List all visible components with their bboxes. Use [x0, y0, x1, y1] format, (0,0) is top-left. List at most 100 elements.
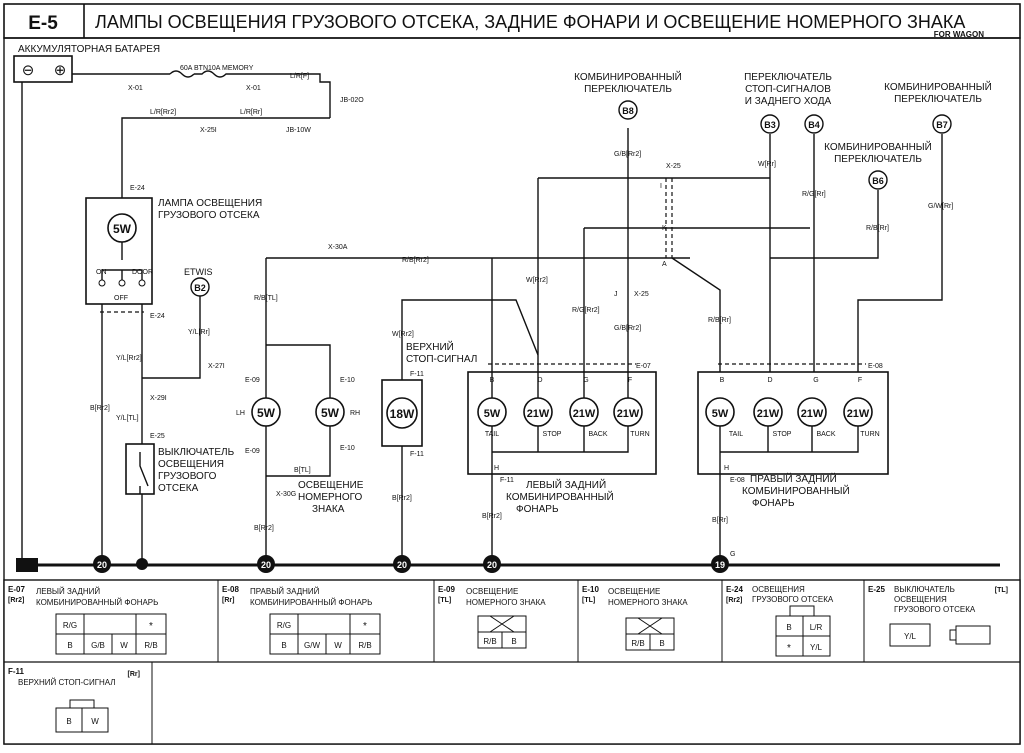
- svg-text:ГРУЗОВОГО ОТСЕКА: ГРУЗОВОГО ОТСЕКА: [752, 595, 834, 604]
- battery-minus-icon: ⊖: [22, 62, 35, 79]
- svg-text:ЛЕВЫЙ ЗАДНИЙ: ЛЕВЫЙ ЗАДНИЙ: [526, 478, 606, 491]
- ground-node-20: [393, 555, 411, 573]
- connector-e10: E-10 [TL] ОСВЕЩЕНИЕ НОМЕРНОГО ЗНАКА R/B …: [582, 585, 688, 651]
- svg-text:LH: LH: [236, 410, 245, 417]
- svg-text:B: B: [281, 641, 286, 650]
- svg-text:[TL]: [TL]: [995, 587, 1008, 594]
- svg-text:R/B[Rr]: R/B[Rr]: [708, 317, 731, 324]
- svg-text:B[TL]: B[TL]: [294, 467, 311, 474]
- svg-text:ПЕРЕКЛЮЧАТЕЛЬ: ПЕРЕКЛЮЧАТЕЛЬ: [744, 72, 832, 83]
- svg-text:X-29I: X-29I: [150, 395, 167, 402]
- svg-text:G: G: [583, 377, 588, 384]
- svg-text:E-25: E-25: [150, 433, 165, 440]
- svg-text:КОМБИНИРОВАННЫЙ: КОМБИНИРОВАННЫЙ: [824, 140, 932, 153]
- svg-text:B2: B2: [194, 283, 206, 293]
- svg-text:ОСВЕЩЕНИЯ: ОСВЕЩЕНИЯ: [894, 595, 947, 604]
- svg-text:ФОНАРЬ: ФОНАРЬ: [752, 498, 795, 509]
- svg-text:G: G: [730, 551, 735, 558]
- svg-text:R/B: R/B: [144, 641, 157, 650]
- svg-text:E-08: E-08: [868, 363, 883, 370]
- svg-text:G: G: [813, 377, 818, 384]
- svg-text:E-07: E-07: [8, 585, 25, 594]
- svg-text:ETWIS: ETWIS: [184, 267, 213, 277]
- svg-text:20: 20: [261, 560, 271, 570]
- svg-text:B: B: [67, 641, 72, 650]
- svg-text:W: W: [91, 717, 99, 726]
- svg-text:L/R[Rr2]: L/R[Rr2]: [150, 109, 176, 116]
- svg-text:20: 20: [397, 560, 407, 570]
- svg-text:B4: B4: [808, 120, 820, 130]
- svg-text:B6: B6: [872, 176, 884, 186]
- svg-text:КОМБИНИРОВАННЫЙ: КОМБИНИРОВАННЫЙ: [506, 490, 614, 503]
- svg-text:JB-02O: JB-02O: [340, 97, 364, 104]
- svg-text:5W: 5W: [712, 408, 729, 420]
- svg-text:E-07: E-07: [636, 363, 651, 370]
- svg-text:СТОП-СИГНАЛОВ: СТОП-СИГНАЛОВ: [745, 84, 831, 95]
- svg-text:ЛЕВЫЙ ЗАДНИЙ: ЛЕВЫЙ ЗАДНИЙ: [36, 587, 100, 596]
- svg-text:B[Rr2]: B[Rr2]: [482, 513, 502, 520]
- svg-text:ФОНАРЬ: ФОНАРЬ: [516, 504, 559, 515]
- battery-label: АККУМУЛЯТОРНАЯ БАТАРЕЯ: [18, 44, 160, 55]
- svg-text:B[Rr2]: B[Rr2]: [392, 495, 412, 502]
- svg-text:B: B: [720, 377, 725, 384]
- svg-text:X-01: X-01: [246, 85, 261, 92]
- svg-text:НОМЕРНОГО ЗНАКА: НОМЕРНОГО ЗНАКА: [608, 598, 688, 607]
- ground-node-20: [93, 555, 111, 573]
- svg-text:R/B[TL]: R/B[TL]: [254, 295, 278, 302]
- svg-text:B: B: [511, 637, 516, 646]
- svg-text:F-11: F-11: [500, 477, 514, 484]
- svg-text:K: K: [662, 225, 667, 232]
- svg-text:ПЕРЕКЛЮЧАТЕЛЬ: ПЕРЕКЛЮЧАТЕЛЬ: [584, 84, 672, 95]
- connector-f11: F-11 [Rr] ВЕРХНИЙ СТОП-СИГНАЛ B W: [8, 667, 140, 733]
- svg-text:ОСВЕЩЕНИЕ: ОСВЕЩЕНИЕ: [298, 480, 364, 491]
- svg-text:STOP: STOP: [543, 431, 562, 438]
- svg-text:X-25: X-25: [634, 291, 649, 298]
- svg-text:G/B[Rr2]: G/B[Rr2]: [614, 325, 641, 332]
- svg-text:R/B: R/B: [631, 639, 644, 648]
- svg-text:E-25: E-25: [868, 585, 885, 594]
- svg-text:W: W: [120, 641, 128, 650]
- svg-text:G/W: G/W: [304, 641, 320, 650]
- svg-text:21W: 21W: [757, 408, 780, 420]
- combo-switch-node-b6: [868, 170, 888, 190]
- svg-text:ЗНАКА: ЗНАКА: [312, 504, 345, 515]
- svg-text:И ЗАДНЕГО ХОДА: И ЗАДНЕГО ХОДА: [745, 96, 832, 107]
- svg-text:Y/L[Rr]: Y/L[Rr]: [188, 329, 210, 336]
- svg-text:E-08: E-08: [222, 585, 239, 594]
- svg-text:СТОП-СИГНАЛ: СТОП-СИГНАЛ: [406, 354, 477, 365]
- svg-text:B3: B3: [764, 120, 776, 130]
- svg-text:Y/L: Y/L: [810, 643, 823, 652]
- reverse-switch-node-b4: [804, 114, 824, 134]
- svg-text:I: I: [660, 183, 662, 190]
- connector-e07: E-07 [Rr2] ЛЕВЫЙ ЗАДНИЙ КОМБИНИРОВАННЫЙ …: [8, 585, 167, 655]
- svg-text:STOP: STOP: [773, 431, 792, 438]
- svg-text:B[Rr]: B[Rr]: [712, 517, 728, 524]
- ground-terminal: [16, 558, 38, 572]
- svg-text:B[Rr2]: B[Rr2]: [254, 525, 274, 532]
- svg-text:19: 19: [715, 560, 725, 570]
- svg-text:Y/L[TL]: Y/L[TL]: [116, 415, 139, 422]
- svg-text:TURN: TURN: [630, 431, 649, 438]
- svg-text:НОМЕРНОГО ЗНАКА: НОМЕРНОГО ЗНАКА: [466, 598, 546, 607]
- connector-e09: E-09 [TL] ОСВЕЩЕНИЕ НОМЕРНОГО ЗНАКА R/B …: [438, 585, 546, 649]
- svg-text:F-11: F-11: [410, 371, 424, 378]
- svg-text:ОСВЕЩЕНИЕ: ОСВЕЩЕНИЕ: [466, 587, 518, 596]
- svg-text:G/B: G/B: [91, 641, 105, 650]
- svg-text:W[Rr]: W[Rr]: [758, 161, 776, 168]
- svg-text:H: H: [724, 465, 729, 472]
- svg-text:ОСВЕЩЕНИЯ: ОСВЕЩЕНИЯ: [752, 585, 805, 594]
- svg-text:X-25: X-25: [666, 163, 681, 170]
- svg-text:E-24: E-24: [150, 313, 165, 320]
- svg-text:R/B[Rr]: R/B[Rr]: [866, 225, 889, 232]
- svg-text:X-01: X-01: [128, 85, 143, 92]
- svg-text:21W: 21W: [527, 408, 550, 420]
- svg-text:ЛАМПА ОСВЕЩЕНИЯ: ЛАМПА ОСВЕЩЕНИЯ: [158, 198, 262, 209]
- svg-text:5W: 5W: [321, 406, 340, 420]
- svg-text:5W: 5W: [257, 406, 276, 420]
- svg-text:R/G[Rr]: R/G[Rr]: [802, 191, 826, 198]
- svg-text:X-30G: X-30G: [276, 491, 296, 498]
- diagram-title: ЛАМПЫ ОСВЕЩЕНИЯ ГРУЗОВОГО ОТСЕКА, ЗАДНИЕ…: [95, 12, 965, 32]
- svg-text:L/R[Rr]: L/R[Rr]: [240, 109, 262, 116]
- svg-text:ПЕРЕКЛЮЧАТЕЛЬ: ПЕРЕКЛЮЧАТЕЛЬ: [834, 154, 922, 165]
- svg-text:D: D: [537, 377, 542, 384]
